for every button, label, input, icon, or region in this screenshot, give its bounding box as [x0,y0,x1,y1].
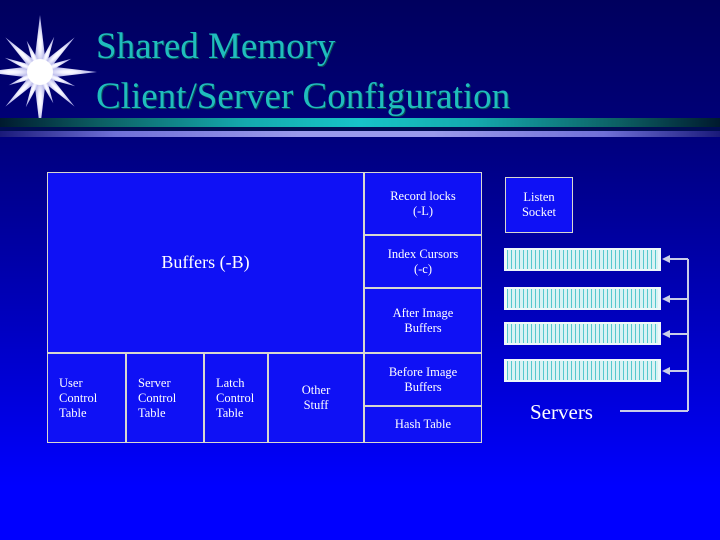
server-bar [504,322,661,345]
diagram-cell-listen-socket-label: Listen Socket [521,190,557,219]
diagram-cell-latch-control-table: Latch Control Table [204,353,268,443]
diagram-cell-server-control-table: Server Control Table [126,353,204,443]
page-title-line-2: Client/Server Configuration [96,76,511,117]
diagram-cell-after-image-buffers: After Image Buffers [364,288,482,353]
diagram-cell-other-stuff-label: Other Stuff [301,383,331,412]
title-band: Shared Memory Client/Server Configuratio… [0,0,720,140]
diagram-cell-after-image-buffers-label: After Image Buffers [392,305,454,335]
servers-connector-lines [620,255,689,412]
diagram-cell-before-image-buffers: Before Image Buffers [364,353,482,406]
page-title-line-1: Shared Memory [96,26,336,67]
diagram-cell-hash-table-label: Hash Table [394,417,452,431]
servers-label: Servers [530,400,593,424]
diagram-cell-latch-control-table-label: Latch Control Table [216,375,255,420]
diagram-cell-buffers: Buffers (-B) [47,172,364,353]
diagram-cell-before-image-buffers-label: Before Image Buffers [388,364,458,394]
diagram-cell-index-cursors: Index Cursors (-c) [364,235,482,288]
page-title: Shared Memory Client/Server Configuratio… [96,22,696,122]
server-bar [504,287,661,310]
diagram-cell-other-stuff: Other Stuff [268,353,364,443]
diagram-cell-record-locks: Record locks (-L) [364,172,482,235]
title-divider-lilac [0,131,720,137]
title-divider-teal [0,118,720,127]
diagram-cell-hash-table: Hash Table [364,406,482,443]
title-divider-foot [0,137,720,140]
starburst-decoration [0,15,97,129]
diagram-cell-buffers-label: Buffers (-B) [161,251,250,272]
diagram-cell-record-locks-label: Record locks (-L) [390,188,456,218]
title-divider-navy [0,127,720,131]
diagram-cell-listen-socket: Listen Socket [505,177,573,233]
diagram-cell-server-control-table-label: Server Control Table [138,375,177,420]
diagram-cell-user-control-table-label: User Control Table [59,375,98,420]
server-bar [504,248,661,271]
diagram-cell-user-control-table: User Control Table [47,353,126,443]
diagram-cell-index-cursors-label: Index Cursors (-c) [387,246,459,276]
server-bar [504,359,661,382]
